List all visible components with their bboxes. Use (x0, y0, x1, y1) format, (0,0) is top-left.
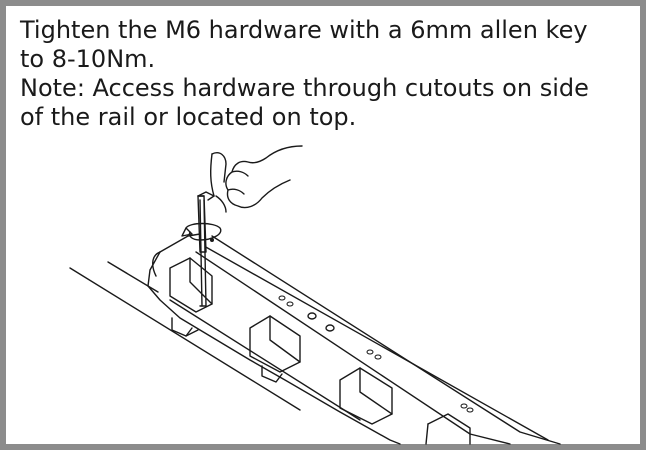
instruction-line-2: to 8-10Nm. (20, 45, 156, 73)
instruction-note-line-1: Note: Access hardware through cutouts on… (20, 74, 589, 102)
instruction-note-line-2: of the rail or located on top. (20, 103, 357, 131)
instruction-line-1: Tighten the M6 hardware with a 6mm allen… (20, 16, 588, 44)
instruction-text: Tighten the M6 hardware with a 6mm allen… (20, 16, 640, 132)
